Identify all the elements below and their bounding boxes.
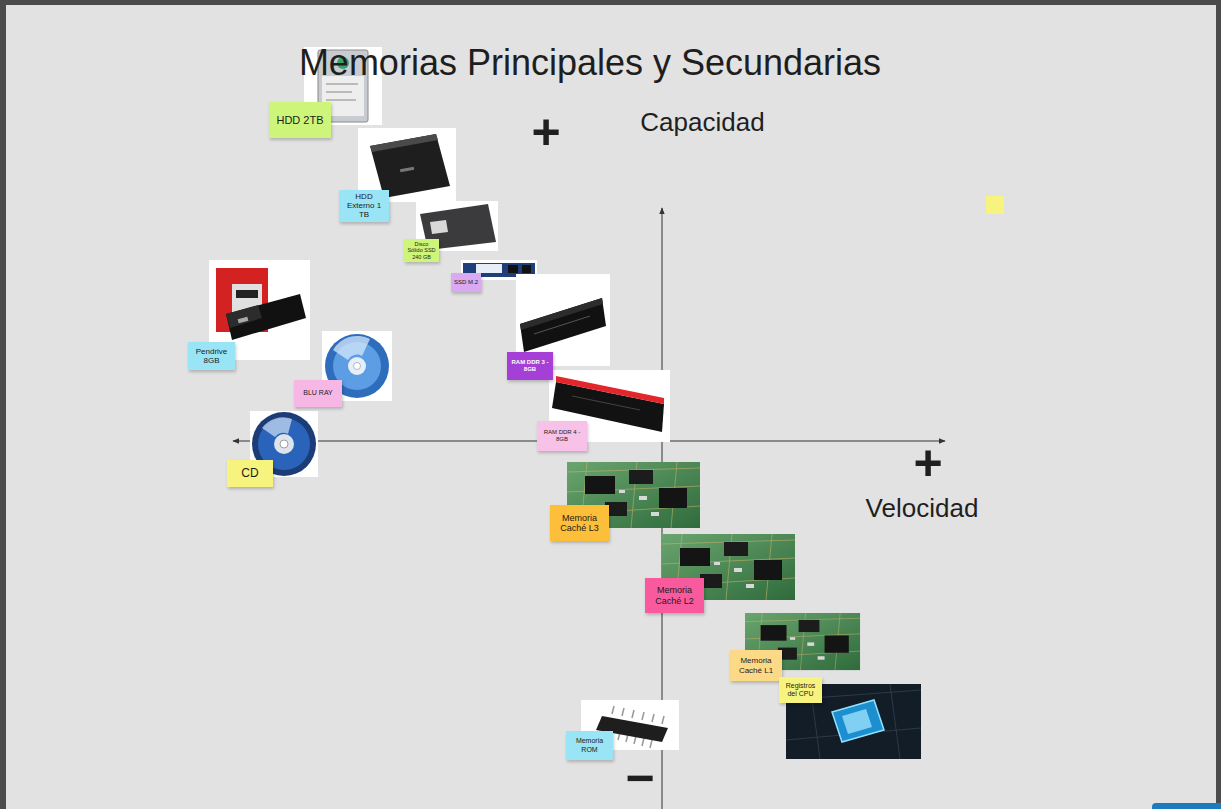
axis-title: Capacidad xyxy=(630,109,775,135)
note-text: Registros del CPU xyxy=(782,682,819,698)
sticky-note: Registros del CPU xyxy=(779,677,822,703)
axis-sign: + xyxy=(908,438,948,488)
frame-bar xyxy=(0,0,1221,5)
sticky-note: CD xyxy=(227,460,273,487)
note-text: HDD 2TB xyxy=(276,114,323,127)
note-text: SSD M.2 xyxy=(454,279,478,286)
note-text: Memoria Caché L2 xyxy=(648,585,701,606)
note-text: RAM DDR 3 - 8GB xyxy=(510,359,550,373)
frame-bar xyxy=(1216,0,1221,809)
sticky-note: HDD Externo 1 TB xyxy=(339,190,389,222)
sticky-note: RAM DDR 3 - 8GB xyxy=(507,352,553,380)
axis-sign: − xyxy=(620,753,660,803)
sticky-note: Memoria Caché L2 xyxy=(645,578,704,613)
note-text: BLU RAY xyxy=(303,389,332,397)
note-text: Memoria Caché L1 xyxy=(733,656,779,674)
sticky-note: Memoria Caché L1 xyxy=(730,650,782,681)
note-text: Pendrive 8GB xyxy=(191,347,232,365)
sticky-note: SSD M.2 xyxy=(451,273,481,292)
sticky-note: Memoria Caché L3 xyxy=(550,505,609,541)
note-text: Memoria Caché L3 xyxy=(553,513,606,534)
corner-button xyxy=(1152,803,1221,809)
diagram-title: Memorias Principales y Secundarias xyxy=(240,45,940,81)
note-text: HDD Externo 1 TB xyxy=(342,192,386,220)
sticky-note: BLU RAY xyxy=(294,380,342,407)
sticky-note: Disco Sólido SSD 240 GB xyxy=(404,239,439,262)
note-text: Disco Sólido SSD 240 GB xyxy=(407,241,436,260)
frame-bar xyxy=(0,0,6,809)
sticky-note: Memoria ROM xyxy=(566,731,613,760)
empty-sticky xyxy=(986,196,1004,214)
note-text: RAM DDR 4 - 8GB xyxy=(540,429,584,443)
sticky-note: Pendrive 8GB xyxy=(188,342,235,370)
axis-title: Velocidad xyxy=(852,495,992,521)
axis-sign: + xyxy=(526,107,566,157)
sticky-note: RAM DDR 4 - 8GB xyxy=(537,421,587,451)
note-text: CD xyxy=(241,467,258,481)
note-text: Memoria ROM xyxy=(569,737,610,753)
sticky-note: HDD 2TB xyxy=(269,102,331,138)
